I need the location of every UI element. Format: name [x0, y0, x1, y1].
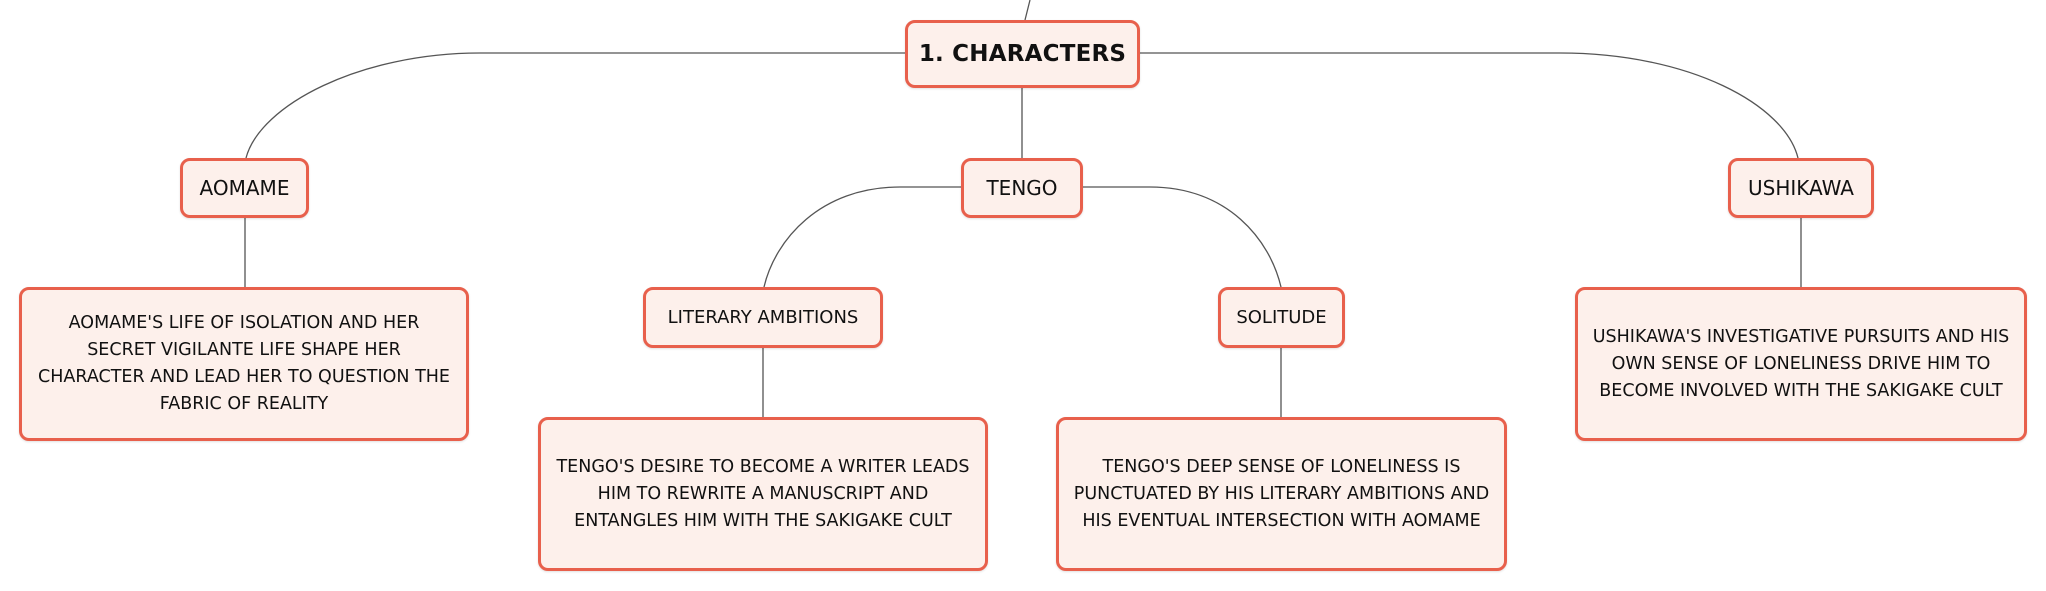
ushikawa-label: USHIKAWA: [1748, 176, 1854, 200]
node-tengo[interactable]: TENGO: [961, 158, 1083, 218]
node-aomame[interactable]: AOMAME: [180, 158, 309, 218]
node-aomame-description[interactable]: AOMAME'S LIFE OF ISOLATION AND HER SECRE…: [19, 287, 469, 441]
aomame-description-text: AOMAME'S LIFE OF ISOLATION AND HER SECRE…: [38, 313, 450, 414]
root-node-characters[interactable]: 1. CHARACTERS: [905, 20, 1140, 88]
node-solitude-description[interactable]: TENGO'S DEEP SENSE OF LONELINESS IS PUNC…: [1056, 417, 1507, 571]
connector-root-aomame: [245, 52, 905, 159]
node-ushikawa-description[interactable]: USHIKAWA'S INVESTIGATIVE PURSUITS AND HI…: [1575, 287, 2027, 441]
connector-tengo-literary: [763, 186, 963, 288]
tengo-label: TENGO: [986, 176, 1058, 200]
connector-tengo-solitude: [1081, 186, 1282, 288]
ushikawa-description-text: USHIKAWA'S INVESTIGATIVE PURSUITS AND HI…: [1592, 326, 2010, 401]
node-literary-ambitions-description[interactable]: TENGO'S DESIRE TO BECOME A WRITER LEADS …: [538, 417, 988, 571]
node-ushikawa[interactable]: USHIKAWA: [1728, 158, 1874, 218]
connector-root-ushikawa: [1140, 52, 1799, 159]
literary-ambitions-description-text: TENGO'S DESIRE TO BECOME A WRITER LEADS …: [556, 456, 970, 531]
solitude-label: SOLITUDE: [1236, 307, 1327, 328]
solitude-description-text: TENGO'S DEEP SENSE OF LONELINESS IS PUNC…: [1073, 456, 1490, 531]
connector-parent-root: [1024, 0, 1031, 21]
node-solitude[interactable]: SOLITUDE: [1218, 287, 1345, 348]
aomame-label: AOMAME: [199, 176, 290, 200]
node-literary-ambitions[interactable]: LITERARY AMBITIONS: [643, 287, 883, 348]
root-label: 1. CHARACTERS: [918, 41, 1127, 67]
literary-ambitions-label: LITERARY AMBITIONS: [667, 307, 859, 328]
